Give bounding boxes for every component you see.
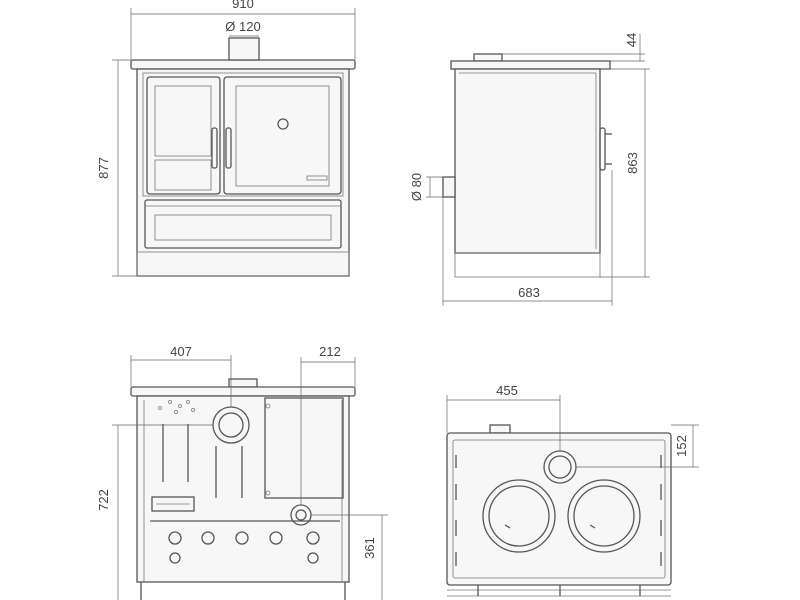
front-body: [136, 68, 350, 277]
top-view: 455 152: [446, 383, 699, 597]
side-height-label: 863: [625, 152, 640, 174]
width-label: 910: [232, 0, 254, 11]
hotplate-left: [482, 479, 556, 553]
flue-height-label: 722: [96, 489, 111, 511]
oven-door: [223, 76, 342, 195]
outlet-offset-label: 212: [319, 344, 341, 359]
front-flue-pipe: [228, 37, 260, 61]
firebox-door: [146, 76, 221, 195]
air-inlet-pipe: [442, 176, 456, 198]
depth-label: 683: [518, 285, 540, 300]
outlet-height-label: 361: [362, 537, 377, 559]
height-label: 877: [96, 157, 111, 179]
hotplate-right: [567, 479, 641, 553]
flue-diameter-label: Ø 120: [225, 19, 260, 34]
top-flue-stub: [489, 424, 511, 434]
side-body: [454, 68, 601, 254]
top-flue-depth-label: 152: [674, 435, 689, 457]
side-plinth: [454, 252, 601, 278]
side-flue-stub: [473, 53, 503, 62]
door-handle-right: [225, 127, 232, 169]
top-thickness-label: 44: [624, 33, 639, 47]
side-view: Ø 80 44 863 683: [409, 33, 650, 306]
back-view: 407 212 722 361: [96, 344, 388, 600]
rating-plate: [151, 496, 195, 512]
flue-offset-label: 407: [170, 344, 192, 359]
door-handle-left: [211, 127, 218, 169]
front-cooktop-plate: [130, 59, 356, 70]
side-cooktop-plate: [450, 60, 611, 70]
oven-thermometer: [277, 118, 289, 130]
top-flue-offset-label: 455: [496, 383, 518, 398]
front-view: 910 Ø 120 877: [96, 0, 356, 277]
inspection-panel: [264, 397, 344, 499]
back-flue-stub: [228, 378, 258, 388]
cooktop-outline: [446, 432, 672, 586]
storage-drawer: [144, 199, 342, 249]
air-inlet-label: Ø 80: [409, 173, 424, 201]
back-cooktop-plate: [130, 386, 356, 397]
